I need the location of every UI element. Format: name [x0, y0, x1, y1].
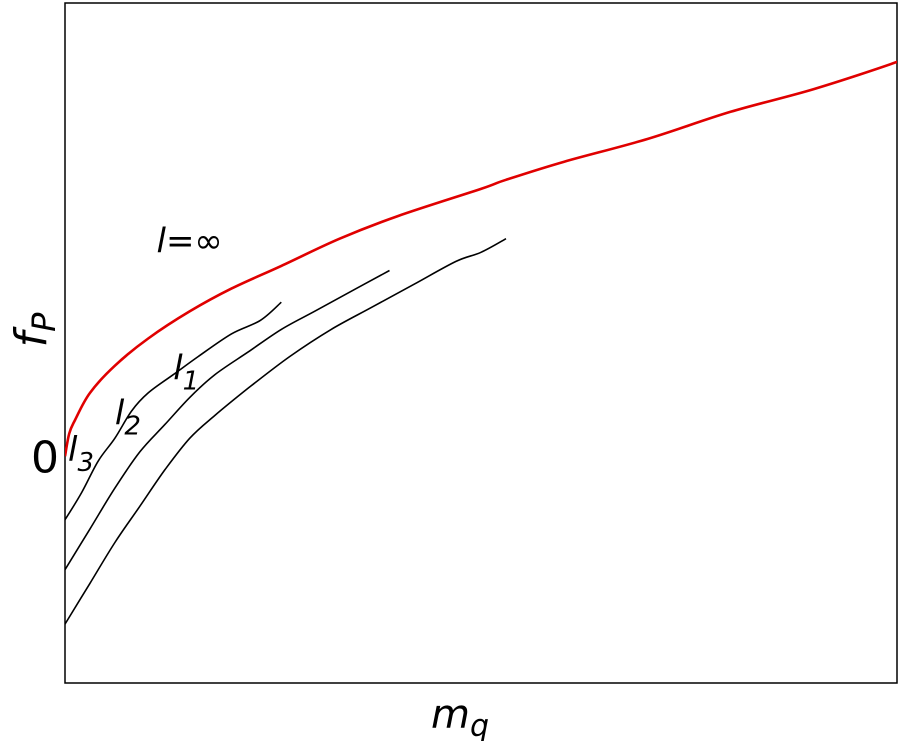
annotation-label: l2 — [115, 394, 141, 442]
x-axis-title: mq — [431, 692, 489, 741]
y-tick-label: 0 — [31, 432, 59, 483]
series-line-l2 — [65, 269, 390, 571]
annotation-label: l1 — [173, 348, 199, 396]
annotation-layer: l=∞ l1 l2 l3 — [68, 221, 223, 478]
series-line-l1 — [65, 237, 507, 625]
tick-layer: 0 — [31, 432, 59, 483]
annotation-label: l=∞ — [157, 221, 223, 261]
plot-frame — [64, 2, 898, 684]
annotation-label: l3 — [68, 430, 94, 478]
series-line-l3 — [65, 301, 282, 521]
series-layer — [65, 60, 897, 625]
series-line-l — [65, 60, 897, 457]
y-axis-title: fP — [6, 312, 63, 348]
